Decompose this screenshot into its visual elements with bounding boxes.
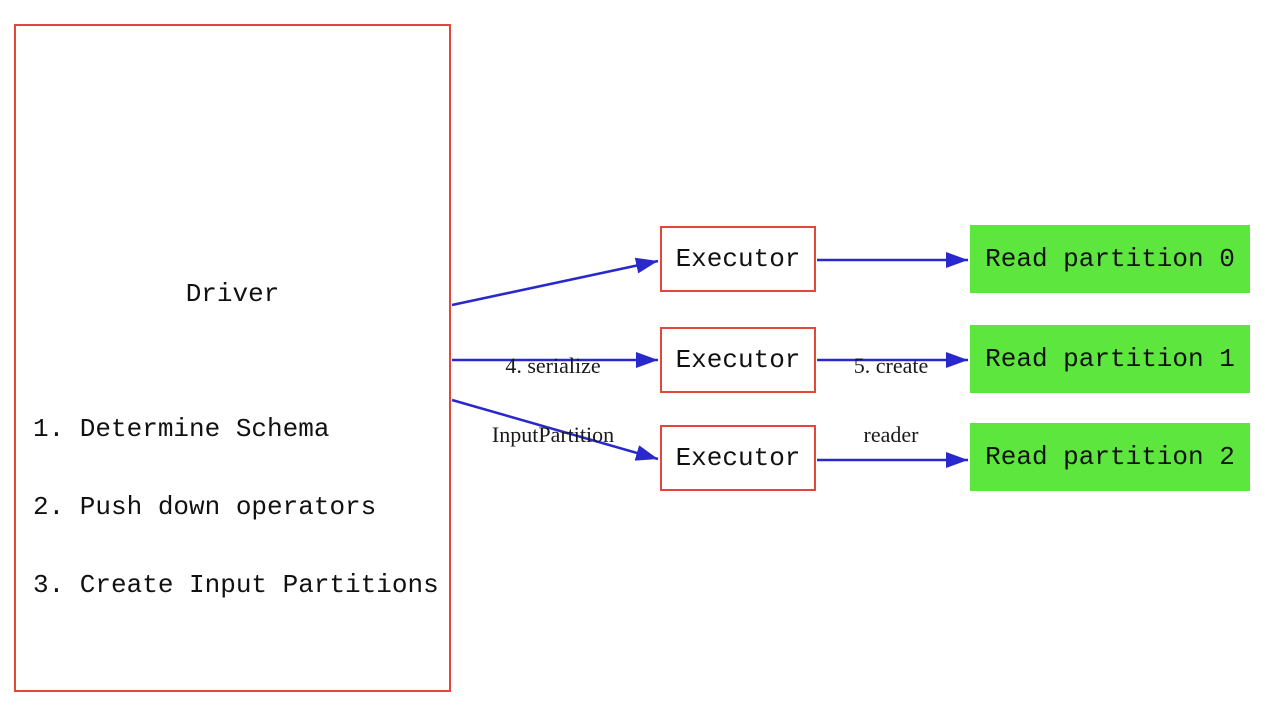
executor-box-0: Executor bbox=[660, 226, 816, 292]
edge-label-create-reader: 5. create reader bbox=[801, 308, 981, 492]
edge-label-serialize-line1: 4. serialize bbox=[505, 353, 601, 378]
edge-label-serialize-inputpartition: 4. serialize InputPartition bbox=[455, 308, 651, 492]
executor-box-2: Executor bbox=[660, 425, 816, 491]
edge-label-create-reader-line1: 5. create bbox=[853, 353, 929, 378]
read-partition-box-0: Read partition 0 bbox=[970, 225, 1250, 293]
executor-box-1: Executor bbox=[660, 327, 816, 393]
read-partition-box-2: Read partition 2 bbox=[970, 423, 1250, 491]
read-partition-label-0: Read partition 0 bbox=[985, 244, 1235, 274]
driver-box: Driver 1. Determine Schema 2. Push down … bbox=[14, 24, 451, 692]
driver-step-1: 1. Determine Schema bbox=[33, 414, 330, 444]
edge-label-create-reader-line2: reader bbox=[863, 422, 919, 447]
read-partition-label-1: Read partition 1 bbox=[985, 344, 1235, 374]
driver-step-2: 2. Push down operators bbox=[33, 492, 377, 522]
executor-label-2: Executor bbox=[675, 443, 801, 473]
executor-label-1: Executor bbox=[675, 345, 801, 375]
executor-label-0: Executor bbox=[675, 244, 801, 274]
arrow-driver-to-executor-0 bbox=[451, 257, 659, 307]
driver-title: Driver bbox=[185, 279, 280, 309]
driver-steps: 1. Determine Schema 2. Push down operato… bbox=[33, 364, 439, 650]
edge-label-serialize-line2: InputPartition bbox=[491, 422, 615, 447]
driver-step-3: 3. Create Input Partitions bbox=[33, 570, 439, 600]
read-partition-box-1: Read partition 1 bbox=[970, 325, 1250, 393]
read-partition-label-2: Read partition 2 bbox=[985, 442, 1235, 472]
